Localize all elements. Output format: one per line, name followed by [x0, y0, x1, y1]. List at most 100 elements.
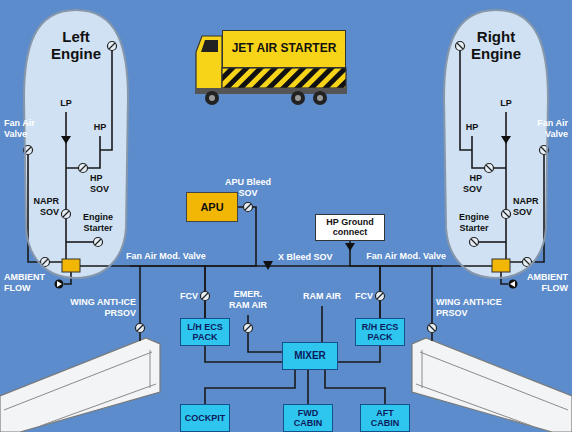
valve-symbol	[244, 324, 253, 333]
nacelle-fill	[24, 10, 128, 278]
duct-line	[205, 370, 295, 404]
node-text: FWD CABIN	[287, 408, 329, 429]
nacelle-fill	[24, 10, 548, 278]
ground-connector	[345, 243, 355, 251]
cabin-box: AFT CABIN	[360, 404, 410, 432]
engine-bleed-plumbing	[95, 239, 101, 245]
part-label: RAM AIR	[300, 291, 344, 302]
engine-bleed-plumbing	[42, 259, 48, 265]
engine-nacelle: Left Engine	[22, 8, 130, 280]
truck-illustration	[295, 95, 301, 101]
valve-symbol	[244, 324, 253, 333]
truck-illustration	[313, 91, 327, 105]
mixer-box: MIXER	[282, 342, 338, 370]
part-label: Engine Starter	[454, 212, 494, 234]
truck-illustration	[291, 91, 305, 105]
engine-bleed-plumbing	[25, 147, 31, 153]
ram-air-duct	[321, 306, 323, 342]
part-label: HP	[464, 122, 480, 133]
part-label: NAPR SOV	[28, 196, 59, 218]
part-label: WING ANTI-ICE PRSOV	[436, 297, 510, 319]
apu-box: APU	[186, 192, 238, 222]
node-text: MIXER	[294, 350, 326, 362]
emergency-ram-air-duct	[248, 315, 282, 352]
node-text: AFT CABIN	[364, 408, 406, 429]
valve-symbol	[62, 210, 71, 219]
engine-bleed-plumbing	[63, 211, 69, 217]
valve-symbol	[245, 204, 251, 210]
valve-symbol	[376, 292, 385, 301]
duct	[100, 50, 112, 150]
part-label: HP SOV	[90, 173, 116, 195]
part-label: Fan Air Valve	[532, 118, 568, 140]
part-label: APU Bleed SOV	[220, 177, 276, 199]
part-label: NAPR SOV	[513, 196, 544, 218]
fan-air-duct	[28, 146, 62, 262]
engine-bleed-plumbing	[94, 238, 103, 247]
starter-duct	[66, 241, 94, 243]
duct-line	[380, 266, 442, 318]
part-label: LP	[498, 98, 514, 109]
truck-body: JET AIR STARTER	[222, 30, 346, 68]
node-text: R/H ECS PACK	[359, 322, 401, 343]
part-label: LP	[58, 98, 74, 109]
valve-symbol	[377, 293, 383, 299]
pack-box: R/H ECS PACK	[355, 318, 405, 346]
node-text: Right Engine	[464, 28, 528, 63]
valve-symbol	[79, 164, 88, 173]
node-text: JET AIR STARTER	[232, 42, 337, 56]
node-text: Left Engine	[44, 28, 108, 63]
duct-line	[307, 370, 309, 404]
ambient-outlet	[57, 281, 62, 287]
pack-box: L/H ECS PACK	[180, 318, 230, 346]
engine-nacelle: Right Engine	[442, 8, 550, 280]
part-label: Fan Air Mod. Valve	[356, 251, 446, 262]
node-text: COCKPIT	[185, 413, 226, 423]
valve-symbol	[202, 293, 208, 299]
engine-bleed-plumbing	[80, 165, 86, 171]
valve-symbol	[136, 324, 145, 333]
valve-symbol	[201, 292, 210, 301]
valve-symbol	[201, 292, 210, 301]
ambient-outlet	[55, 280, 64, 289]
engine-bleed-plumbing	[62, 210, 71, 219]
cabin-box: FWD CABIN	[283, 404, 333, 432]
valve-symbol	[376, 292, 385, 301]
engine-bleed-plumbing	[108, 42, 117, 51]
nacelle-outline	[24, 10, 128, 278]
part-label: EMER. RAM AIR	[224, 289, 272, 311]
duct-line	[325, 370, 385, 404]
wing-line	[150, 350, 151, 388]
truck-illustration	[196, 36, 222, 90]
truck-illustration	[201, 40, 218, 52]
wing	[0, 338, 160, 432]
ground-connect-box: HP Ground connect	[315, 214, 385, 241]
valve-symbol	[245, 325, 251, 331]
wing-line	[40, 384, 156, 426]
node-text: APU	[200, 201, 223, 214]
duct-line	[205, 346, 282, 362]
node-text: HP Ground connect	[319, 217, 381, 238]
engine-bleed-plumbing	[136, 324, 145, 333]
engine-bleed-plumbing	[137, 325, 143, 331]
valve-symbol	[244, 203, 253, 212]
lp-duct	[65, 112, 67, 259]
cabin-box: COCKPIT	[180, 404, 230, 432]
node-text: L/H ECS PACK	[184, 322, 226, 343]
duct-line	[338, 346, 380, 362]
part-label: Engine Starter	[78, 212, 118, 234]
truck-illustration	[205, 91, 219, 105]
part-label: Fan Air Mod. Valve	[126, 251, 216, 262]
part-label: X Bleed SOV	[278, 252, 340, 263]
valve-symbol	[108, 42, 117, 51]
part-label: HP	[92, 122, 108, 133]
valve-symbol	[94, 238, 103, 247]
wing-line	[4, 352, 152, 410]
precooler	[62, 259, 80, 272]
part-label: HP SOV	[456, 173, 482, 195]
part-label: FCV	[168, 291, 198, 302]
engine-bleed-plumbing	[109, 43, 115, 49]
